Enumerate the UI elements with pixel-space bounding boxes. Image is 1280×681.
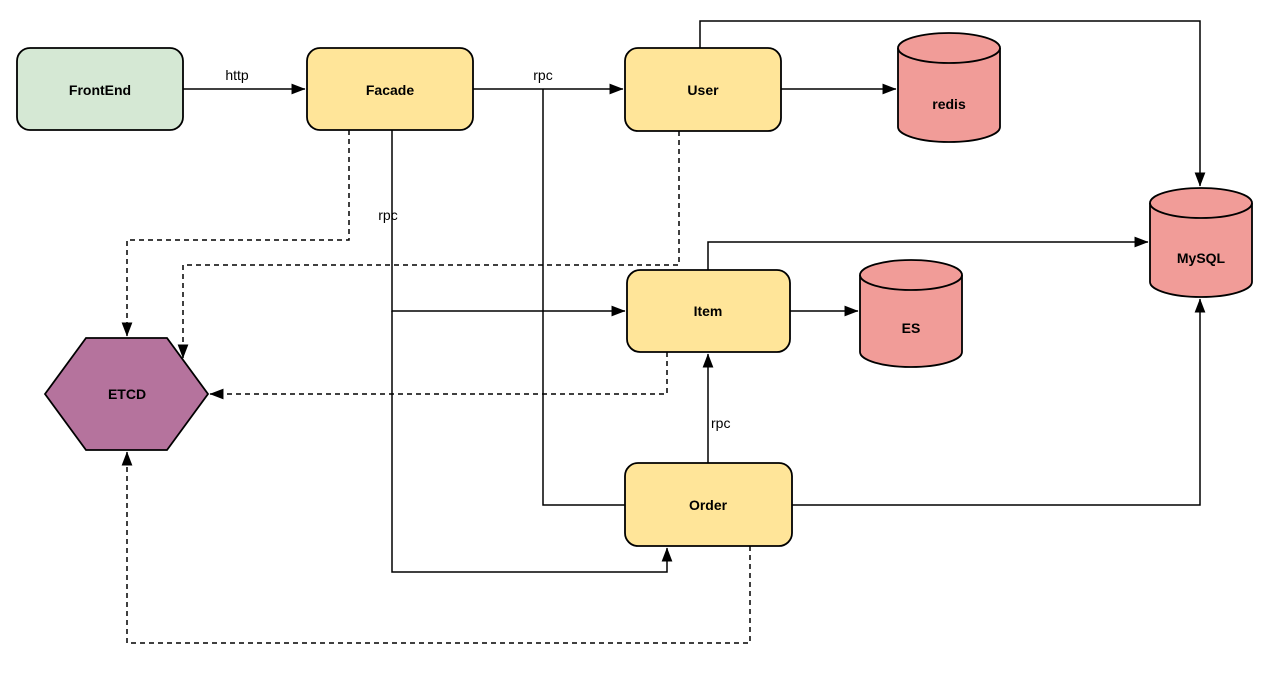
mysql-cylinder [1149,187,1253,298]
edge-labels-layer: http rpc rpc rpc [225,67,730,431]
facade-label: Facade [366,82,414,98]
node-item: Item [626,269,791,353]
edge-facade-to-order-bottom [391,311,673,573]
edge-facade-to-item [391,130,626,317]
mysql-label: MySQL [1177,250,1226,266]
edge-label-http: http [225,67,249,83]
edge-order-to-mysql [792,298,1206,506]
edge-label-rpc-facade-user: rpc [533,67,552,83]
etcd-label: ETCD [108,386,146,402]
node-etcd: ETCD [43,337,210,451]
item-label: Item [694,303,723,319]
nodes-layer: FrontEnd Facade User Item Order ETCD [16,32,1253,547]
edge-item-to-mysql [707,236,1149,270]
redis-cylinder-rim [897,47,1001,64]
node-mysql: MySQL [1149,187,1253,298]
frontend-label: FrontEnd [69,82,131,98]
node-es: ES [859,259,963,368]
order-label: Order [689,497,728,513]
edge-order-to-etcd-dashed [121,451,751,644]
edges-layer [121,20,1206,644]
es-cylinder-rim [859,274,963,291]
mysql-cylinder-rim [1149,202,1253,219]
edge-user-to-etcd-dashed [177,131,680,359]
order-box [624,462,793,547]
node-facade: Facade [306,47,474,131]
edge-label-rpc-order-item: rpc [711,415,730,431]
etcd-hexagon [43,337,210,451]
es-label: ES [902,320,921,336]
item-box [626,269,791,353]
edge-facade-branch-to-order-left [542,89,625,506]
node-order: Order [624,462,793,547]
node-frontend: FrontEnd [16,47,184,131]
node-redis: redis [897,32,1001,143]
edge-user-to-mysql [699,20,1206,187]
node-user: User [624,47,782,132]
redis-label: redis [932,96,966,112]
edge-item-to-etcd-dashed [209,352,668,400]
redis-cylinder [897,32,1001,143]
user-label: User [687,82,719,98]
facade-box [306,47,474,131]
edge-label-rpc-facade-services: rpc [378,207,397,223]
edge-facade-to-etcd-dashed [121,130,350,337]
user-box [624,47,782,132]
frontend-box [16,47,184,131]
es-cylinder [859,259,963,368]
